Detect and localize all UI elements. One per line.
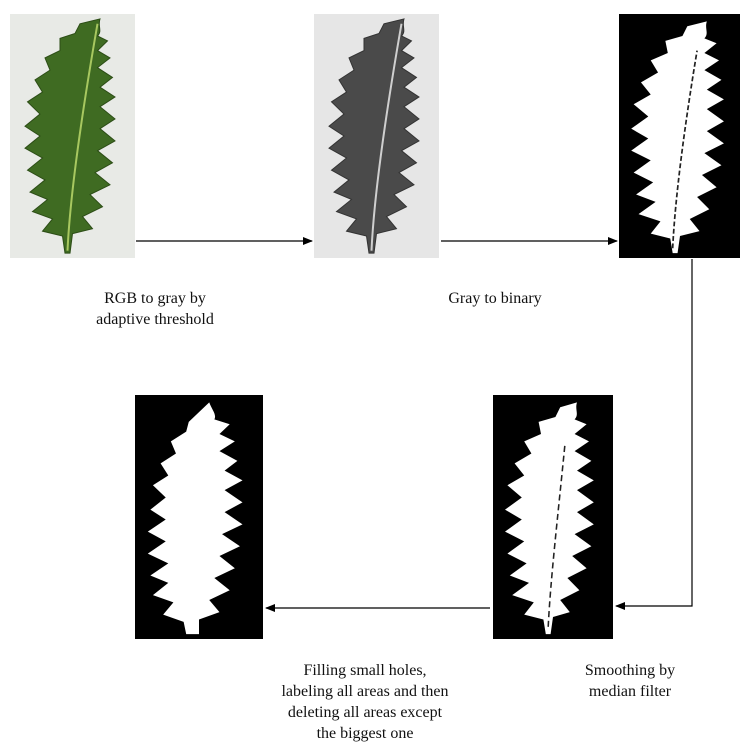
arrow-binary-to-smoothed: [616, 259, 692, 606]
label-gray-to-binary: Gray to binary: [410, 288, 580, 309]
label-smoothing: Smoothing by median filter: [540, 660, 720, 702]
label-filling: Filling small holes, labeling all areas …: [225, 660, 505, 744]
label-rgb-to-gray: RGB to gray by adaptive threshold: [60, 288, 250, 330]
